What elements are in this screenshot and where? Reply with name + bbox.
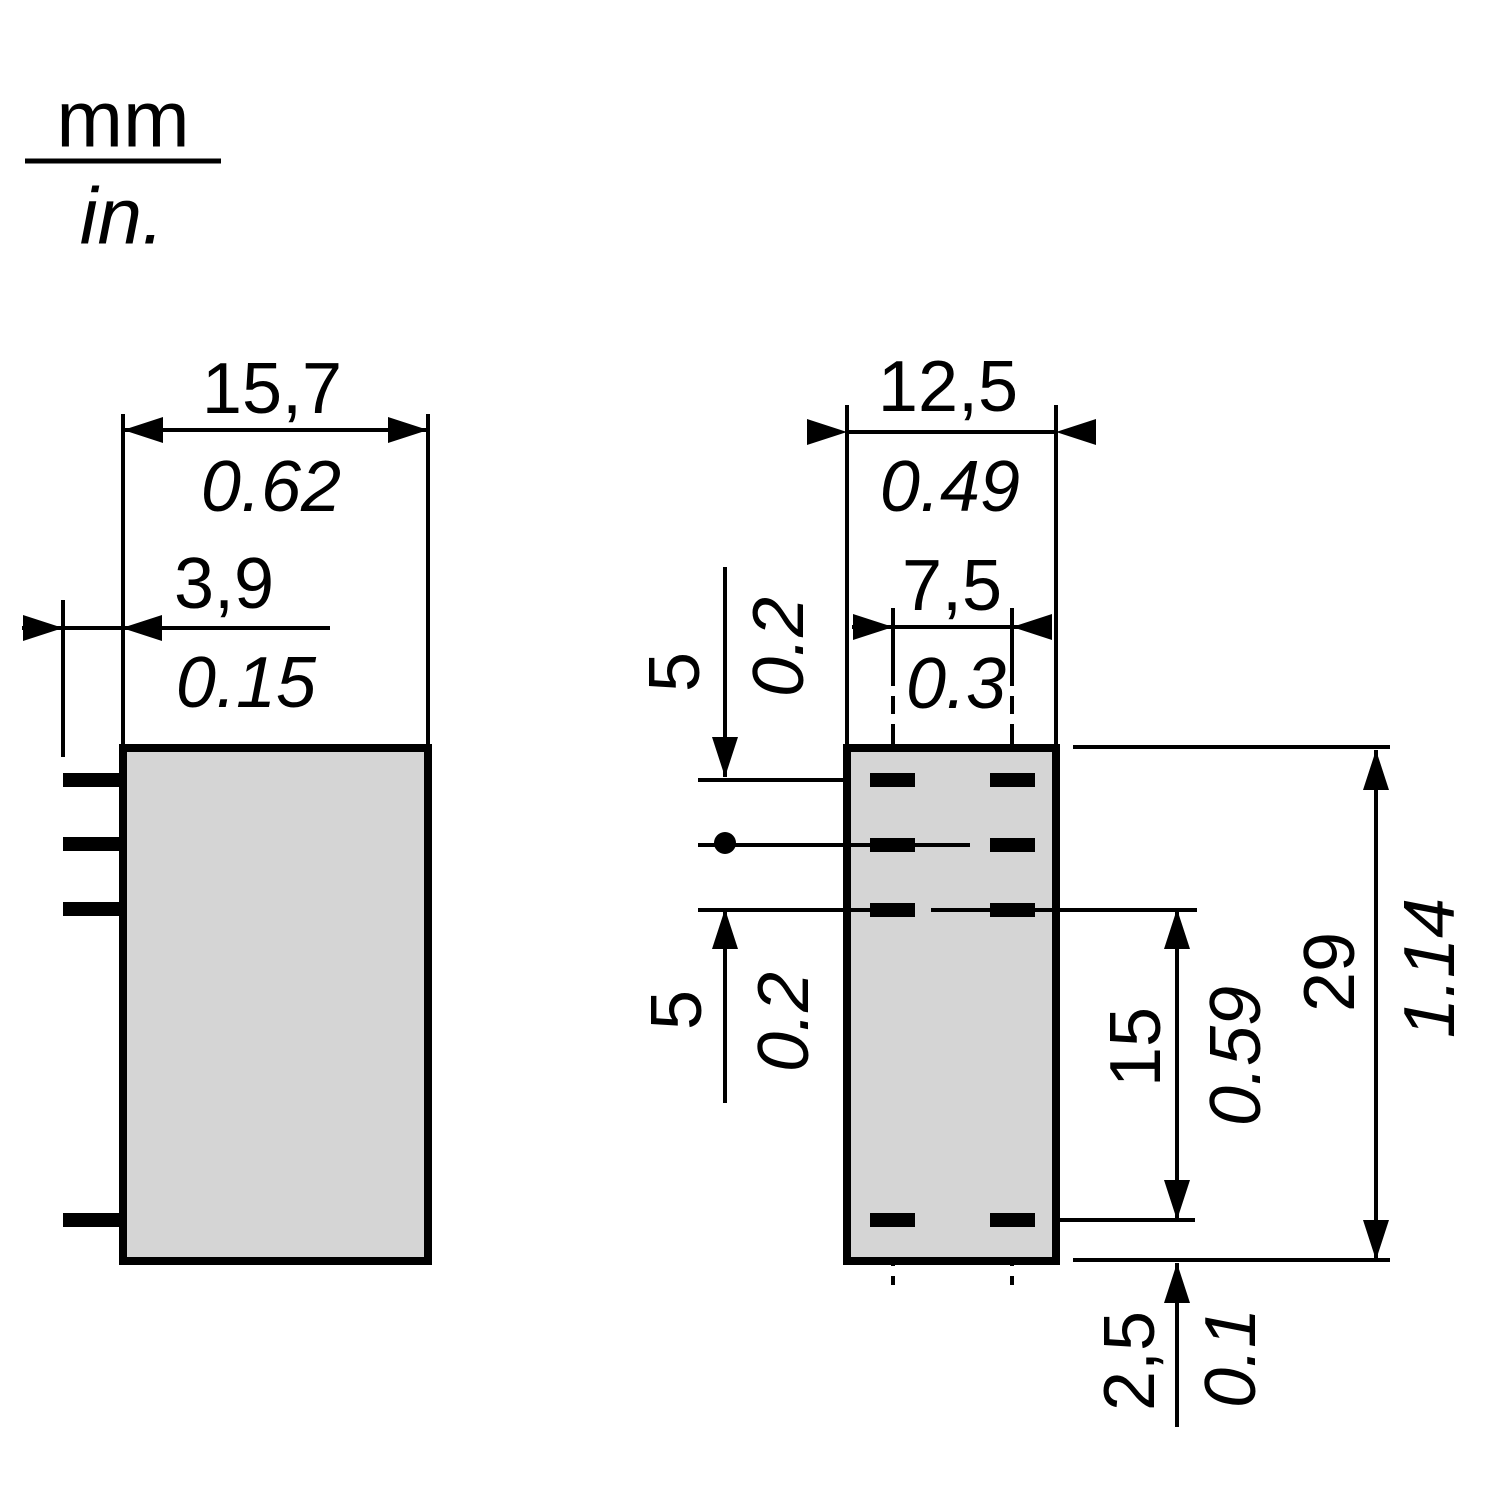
bottom-offset-mm-value: 2,5 xyxy=(1090,1311,1170,1411)
arrowhead-outside-right-icon xyxy=(1056,419,1096,445)
pitch-mid-mm-value: 5 xyxy=(637,990,717,1030)
pin-span-in-value: 0.3 xyxy=(906,644,1006,724)
chain-dot-marker xyxy=(714,832,736,854)
lower-span-dimension: 15 0.59 xyxy=(1096,909,1276,1220)
width-mm-value: 12,5 xyxy=(878,347,1018,427)
height-in-value: 1.14 xyxy=(1390,898,1470,1038)
bottom-offset-in-value: 0.1 xyxy=(1191,1308,1271,1408)
arrowhead-outside-left-icon xyxy=(853,614,893,640)
width-in-value: 0.62 xyxy=(201,447,341,527)
pin-row1-left xyxy=(870,773,915,787)
row-pitch-dimensions: 5 0.2 5 0.2 xyxy=(635,567,824,1103)
pitch-mid-in-value: 0.2 xyxy=(744,972,824,1072)
arrowhead-down-icon xyxy=(712,737,738,777)
bottom-view: 12,5 0.49 7,5 0.3 xyxy=(635,347,1470,1427)
bottom-offset-dimension: 2,5 0.1 xyxy=(1090,1263,1271,1427)
pin-row1-right xyxy=(990,773,1035,787)
lower-span-in-value: 0.59 xyxy=(1196,986,1276,1126)
pin-4 xyxy=(63,1213,123,1227)
arrowhead-outside-left-icon xyxy=(807,419,847,445)
arrowhead-up-icon xyxy=(1363,750,1389,790)
pin-3 xyxy=(63,902,123,916)
height-mm-value: 29 xyxy=(1290,932,1370,1012)
pitch-top-in-value: 0.2 xyxy=(739,597,819,697)
pitch-top-mm-value: 5 xyxy=(635,652,715,692)
pin-row4-right xyxy=(990,1213,1035,1227)
units-imperial-label: in. xyxy=(80,172,165,261)
pin-row4-left xyxy=(870,1213,915,1227)
side-view: 15,7 0.62 3,9 0.15 xyxy=(22,349,432,1265)
pin-length-mm-value: 3,9 xyxy=(174,544,274,624)
pin-span-mm-value: 7,5 xyxy=(902,546,1002,626)
arrowhead-up-icon xyxy=(712,909,738,949)
body-height-dimension: 29 1.14 xyxy=(1073,745,1470,1262)
arrowhead-right-pointing-icon xyxy=(23,615,63,641)
units-legend: mm in. xyxy=(25,75,221,261)
pin-column-span-dimension: 7,5 0.3 xyxy=(852,546,1052,724)
units-metric-label: mm xyxy=(56,75,189,164)
arrowhead-down-icon xyxy=(1363,1220,1389,1260)
bottom-view-width-dimension: 12,5 0.49 xyxy=(807,347,1096,748)
arrowhead-up-icon xyxy=(1164,909,1190,949)
side-view-pin-length-dimension: 3,9 0.15 xyxy=(22,544,330,757)
arrowhead-down-icon xyxy=(1164,1180,1190,1220)
arrowhead-right-icon xyxy=(388,417,428,443)
row-leader-lines xyxy=(698,778,1197,1222)
pin-1 xyxy=(63,773,123,787)
pin-length-in-value: 0.15 xyxy=(176,643,317,723)
lower-span-mm-value: 15 xyxy=(1096,1007,1176,1087)
pin-2 xyxy=(63,837,123,851)
arrowhead-left-icon xyxy=(123,417,163,443)
side-view-pins xyxy=(63,773,123,1227)
arrowhead-up-icon xyxy=(1164,1263,1190,1303)
width-mm-value: 15,7 xyxy=(202,349,342,429)
arrowhead-outside-right-icon xyxy=(1012,614,1052,640)
arrowhead-left-pointing-icon xyxy=(122,615,162,641)
side-view-width-dimension: 15,7 0.62 xyxy=(121,349,430,746)
width-in-value: 0.49 xyxy=(880,447,1020,527)
relay-body-bottom xyxy=(843,744,1060,1265)
pin-row2-right xyxy=(990,838,1035,852)
relay-body-side xyxy=(119,744,432,1265)
